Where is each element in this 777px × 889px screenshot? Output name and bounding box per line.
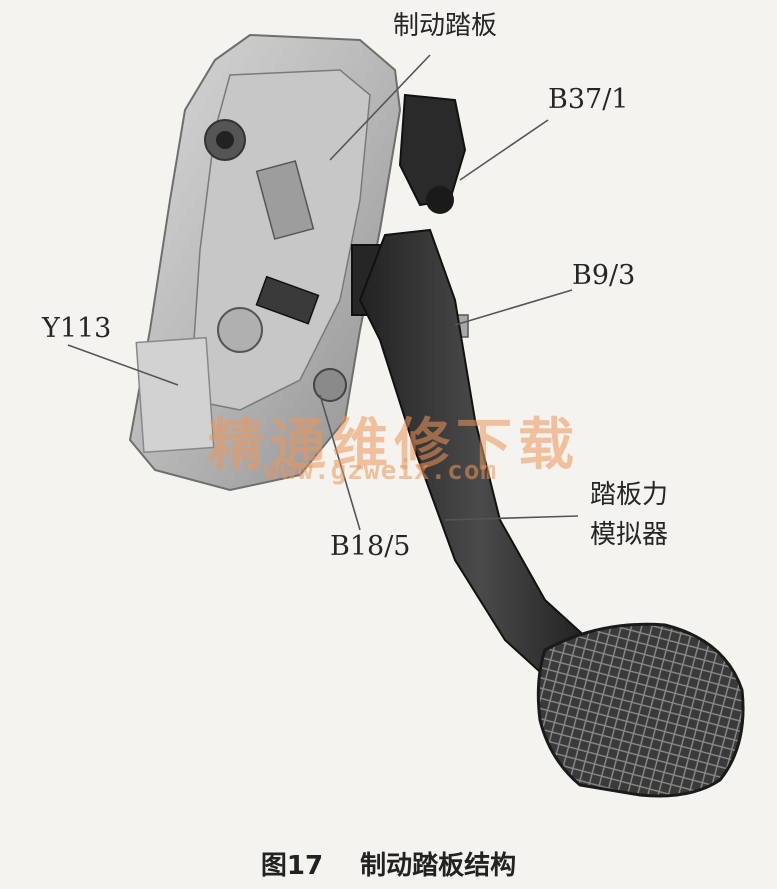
label-y113: Y113	[42, 313, 112, 344]
figure-caption: 图17 制动踏板结构	[0, 845, 777, 882]
label-b37-1: B37/1	[548, 84, 629, 115]
figure-title: 制动踏板结构	[360, 851, 517, 881]
label-pedal-simulator-line2: 模拟器	[590, 520, 669, 550]
sensor-b37-1	[398, 93, 467, 214]
pedal-pad	[536, 622, 745, 798]
pivot-bolt	[204, 119, 246, 161]
watermark-url: www.gzweix.com	[264, 456, 498, 486]
label-b9-3: B9/3	[572, 260, 636, 291]
label-pedal-simulator-line1: 踏板力	[590, 480, 669, 510]
linkage	[217, 160, 347, 402]
label-brake-pedal: 制动踏板	[393, 11, 498, 41]
watermark-text: 精通维修下载	[208, 413, 580, 478]
figure-number: 图17	[260, 851, 324, 881]
leader-lines	[67, 54, 579, 531]
label-b18-5: B18/5	[330, 531, 411, 562]
